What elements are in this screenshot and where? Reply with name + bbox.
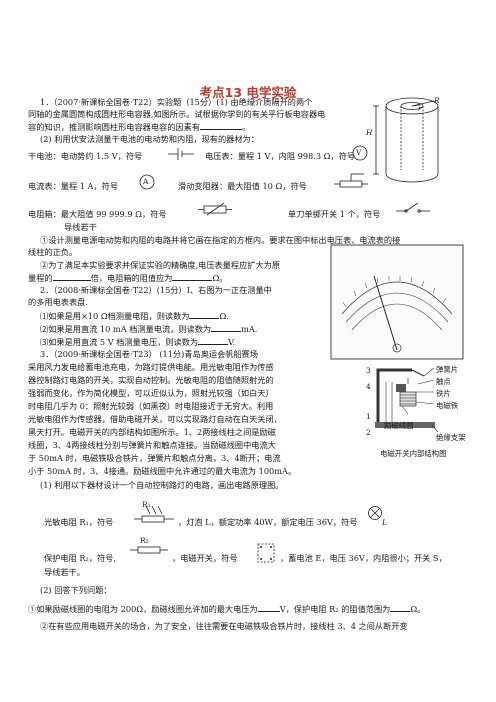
- switch-symbol: [396, 202, 430, 213]
- ammeter-symbol: [139, 174, 155, 190]
- voltmeter-letter: V: [356, 148, 362, 157]
- q3-wires-text: 导线若干。: [44, 567, 85, 577]
- rheostat-symbol: [334, 173, 368, 188]
- lamp-text: ，灯泡 L，额定功率 40W，额定电压 36V，符号: [178, 517, 358, 527]
- answer-blank[interactable]: [390, 602, 411, 612]
- resbox-text: 电阻箱：最大阻值 99 999.9 Ω，符号: [28, 209, 167, 219]
- q1-line1: 1．（2007·新课标全国卷·T22）实验题（15分）(1) 由绝缘介质隔开的两…: [40, 97, 313, 107]
- q3-l6: 光敏电阻作为传感器，借助电磁开关，可以实现路灯自动在白天关闭，: [28, 414, 282, 424]
- q3-l1: 3．（2009·新课标全国卷·T23） (11分)青岛奥运会帆船赛场: [40, 349, 259, 359]
- battery-symbol: [168, 148, 194, 160]
- battery-e-text: ，蓄电池 E，电压 36V，内阻很小；开关 S，: [280, 553, 447, 563]
- ammeter-text: 电流表：量程 1 A，符号: [28, 181, 119, 191]
- fig-label-coil: 励磁线圈: [384, 421, 414, 430]
- q1-line2: 同轴的金属圆筒构成圆柱形电容器,如图所示。试根据你学到的有关平行板电容器电: [28, 109, 326, 119]
- q3-qb: ②在有些应用电磁开关的场合，为了安全，往往需要在电磁铁吸合铁片时，接线柱 3、4…: [40, 621, 408, 631]
- multimeter-dial-figure: [330, 244, 464, 360]
- cylinder-label-R: R: [434, 96, 440, 105]
- fig-num-2: 2: [366, 428, 371, 437]
- fig-num-3: 3: [366, 366, 371, 375]
- answer-blank[interactable]: [199, 120, 242, 130]
- q1-line3: 容的知识，推测影响圆柱形电容器电容的因素有。: [28, 120, 251, 132]
- ammeter-letter: A: [143, 177, 149, 186]
- answer-blank[interactable]: [189, 309, 220, 319]
- q3-l2: 采用风力发电给蓄电池充电，为路灯提供电能。用光敏电阻作为传感: [28, 362, 274, 372]
- lamp-symbol: [368, 506, 382, 520]
- q1-task2: ②为了满足本实验要求并保证实验的精确度,电压表量程应扩大为原: [40, 260, 281, 270]
- fig-caption: 电磁开关内部结构图: [380, 449, 447, 458]
- fig-num-4: 4: [366, 382, 371, 391]
- em-switch-structure-figure: [375, 367, 439, 433]
- cylinder-label-H: H: [366, 128, 373, 137]
- answer-blank[interactable]: [198, 335, 229, 345]
- switch-text: 单刀单掷开关 1 个，符号: [288, 209, 381, 219]
- q3-l3: 器控制路灯电路的开关，实现自动控制。光敏电阻的阻值随照射光的: [28, 375, 274, 385]
- fig-label-magnet: 电磁铁: [436, 401, 459, 410]
- answer-blank[interactable]: [172, 271, 213, 281]
- q3-l8: 线圈，3、4两接线柱分别与弹簧片和触点连接。当励磁线圈中电流大: [28, 440, 276, 450]
- q3-l9: 于 50mA 时，电磁铁吸合铁片，弹簧片和触点分离，3、4断开；电流: [28, 453, 281, 463]
- em-switch-text: ，电磁开关，符号: [172, 553, 238, 563]
- answer-blank[interactable]: [257, 602, 280, 612]
- fig-label-contact: 触点: [436, 377, 451, 386]
- resistor-box-symbol: [198, 202, 232, 216]
- r2-label: R₂: [140, 536, 149, 545]
- protect-resistor-symbol: [130, 546, 168, 554]
- q3-sub1: (1) 利用以下器材设计一个自动控制路灯的电路，画出电路原理图。: [40, 480, 284, 490]
- cylinder-label-r: r: [418, 104, 422, 113]
- answer-blank[interactable]: [52, 271, 91, 281]
- cylinder-capacitor-figure: [373, 97, 439, 183]
- q3-l5: 时电阻几乎为 0：照射光较弱（如黑夜）时电阻接近于无穷大。利用: [28, 401, 274, 411]
- q1-task1b: 线柱的正负。: [28, 247, 78, 257]
- photoresistor-symbol: [134, 505, 174, 523]
- fig-num-1: 1: [366, 412, 371, 421]
- q3-sub2: (2) 回答下列问题：: [40, 585, 112, 595]
- q3-l10: 小于 50mA 时，3、4接通。励磁线圈中允许通过的最大电流为 100mA。: [28, 466, 297, 476]
- fig-label-support: 绝缘支架: [436, 433, 466, 442]
- fig-label-iron: 铁片: [436, 389, 451, 398]
- page-title: 考点13 电学实验: [199, 85, 297, 100]
- lamp-label: L: [382, 518, 387, 527]
- photoresistor-text: 光敏电阻 R₁，符号: [44, 517, 114, 527]
- rheostat-text: 滑动变阻器：最大阻值 10 Ω，符号: [178, 181, 307, 191]
- voltmeter-text: 电压表：量程 1 V，内阻 998.3 Ω，符号: [205, 151, 356, 161]
- voltmeter-symbol: [352, 145, 368, 161]
- q2-line2: 的多用电表表盘.: [28, 297, 88, 307]
- q1-line4: (2) 利用伏安法测量干电池的电动势和内阻，现有的器材为：: [40, 134, 259, 144]
- q2-line1: 2．（2008·新课标全国卷·T22）(15分）I、右图为一正在测量中: [40, 285, 272, 295]
- em-switch-symbol: [257, 543, 275, 563]
- fig-label-spring: 弹簧片: [436, 365, 459, 374]
- q1-task1: ①设计测量电源电动势和内阻的电路并将它画在指定的方框内。要求在图中标出电压表、电…: [40, 235, 401, 245]
- wires-text: 导线若干: [64, 222, 97, 232]
- protect-resistor-text: 保护电阻 R₂，符号,: [44, 553, 116, 563]
- battery-text: 干电池：电动势约 1.5 V，符号: [28, 151, 143, 161]
- q3-l4: 强弱而变化，作为简化模型，可以近似认为，照射光较强（如白天）: [28, 388, 274, 398]
- r1-label: R₁: [142, 500, 151, 509]
- q3-l7: 黑天打开。电磁开关的内部结构如图所示。1、2两接线柱之间是励磁: [28, 427, 276, 437]
- answer-blank[interactable]: [211, 322, 242, 332]
